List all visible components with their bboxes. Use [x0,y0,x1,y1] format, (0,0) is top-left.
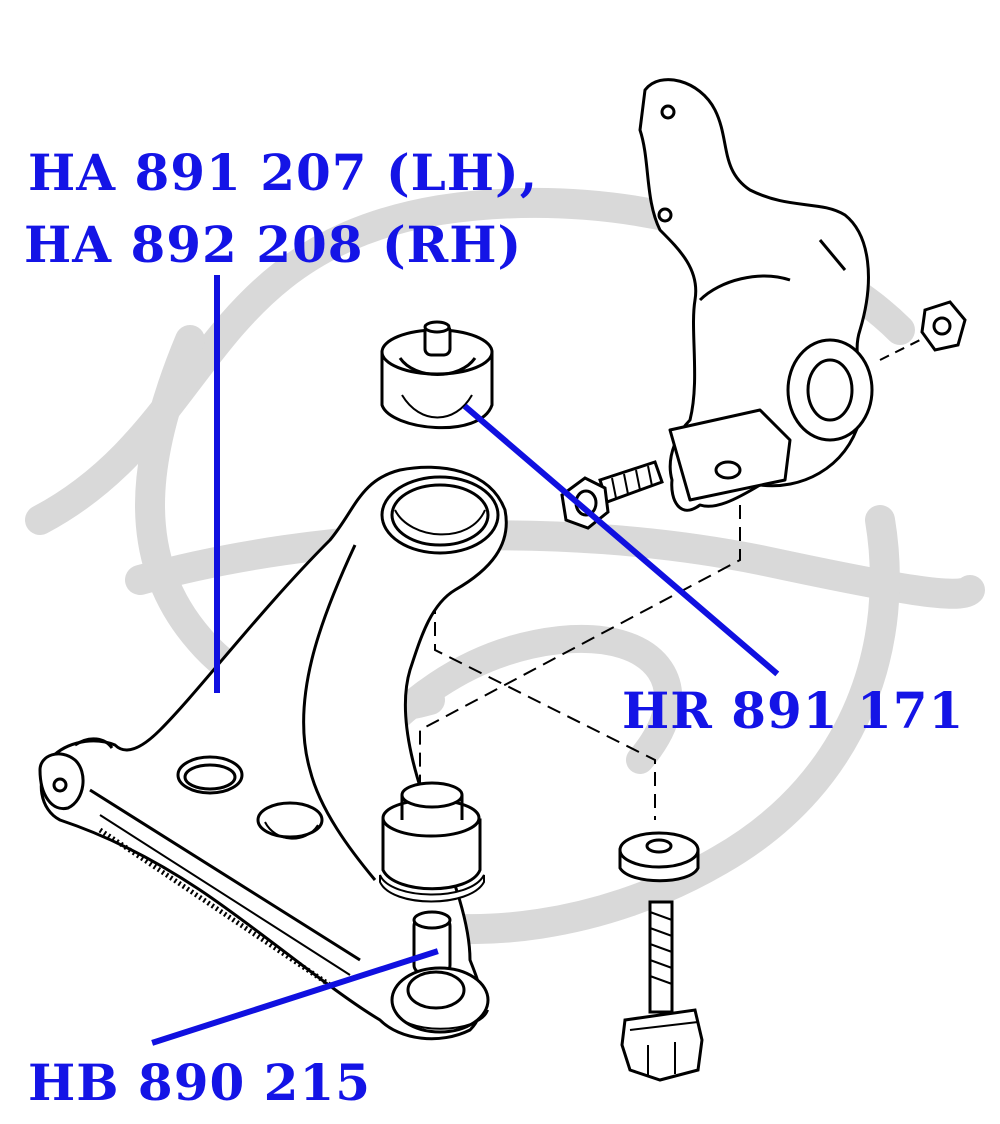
pinch-bolt [560,460,664,530]
leader-lines [151,275,780,1046]
mounting-bolt [620,900,704,1082]
steering-knuckle [638,78,874,512]
knuckle-axis [879,334,931,361]
watermark-swoosh-right [375,505,900,945]
watermark-swoosh-middle [125,520,985,609]
lower-control-arm [38,465,508,1041]
ball-joint-part-number: HB 890 215 [28,1053,372,1112]
control-arm-part-number-lh: HA 891 207 (LH), [28,143,539,202]
mounting-washer [618,831,700,883]
assembly-centrelines [419,505,741,820]
control-arm-part-number-rh: HA 892 208 (RH) [24,215,523,274]
leader-line-ball-joint [151,948,439,1046]
leader-line-bushing [462,403,780,677]
bushing-part-number: HR 891 171 [622,681,965,740]
arm-bushing-lower [379,781,485,903]
ball-joint [390,910,490,1034]
knuckle-nut [920,300,967,352]
